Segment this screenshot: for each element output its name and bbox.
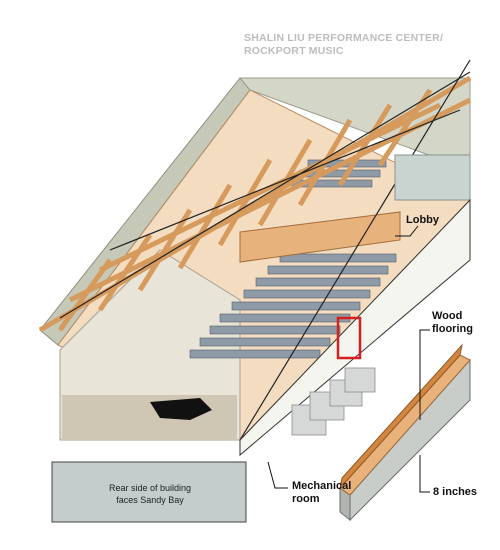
balcony [239,211,401,263]
wood-flooring-line-2: flooring [432,323,473,335]
seat-row [209,325,341,335]
rear-side-box [51,461,247,523]
seat-row [199,337,331,347]
seat-row [231,301,361,311]
title-line-2: ROCKPORT MUSIC [244,45,344,57]
wood-flooring-line-1: Wood [432,310,463,322]
front-wall [239,198,471,457]
rear-note-line-2: faces Sandy Bay [116,495,184,505]
wood-floor-highlight [336,316,362,360]
seat-row [279,253,397,263]
grand-piano-icon [150,398,212,420]
seat-row [243,289,371,299]
mechanical-line-1: Mechanical [292,480,352,492]
rear-note-line-1: Rear side of building [108,483,192,493]
roof-rods [59,59,471,441]
seat-row [219,313,351,323]
mechanical-room-label: Mechanical room [292,480,351,506]
seat-row [267,265,389,275]
title-line-1: SHALIN LIU PERFORMANCE CENTER/ [244,32,444,44]
rear-side-note: Rear side of building faces Sandy Bay [60,482,240,506]
seat-row [189,349,321,359]
wood-flooring-label: Wood flooring [432,310,473,336]
diagram-title: SHALIN LIU PERFORMANCE CENTER/ ROCKPORT … [244,32,443,58]
mechanical-equipment [291,367,376,436]
stage-floor [62,395,237,440]
seat-row [255,277,381,287]
lobby-windows [394,154,471,201]
leader-lines [267,225,430,493]
lobby-label: Lobby [406,214,439,226]
thickness-label: 8 inches [433,486,478,498]
mechanical-line-2: room [292,493,320,505]
